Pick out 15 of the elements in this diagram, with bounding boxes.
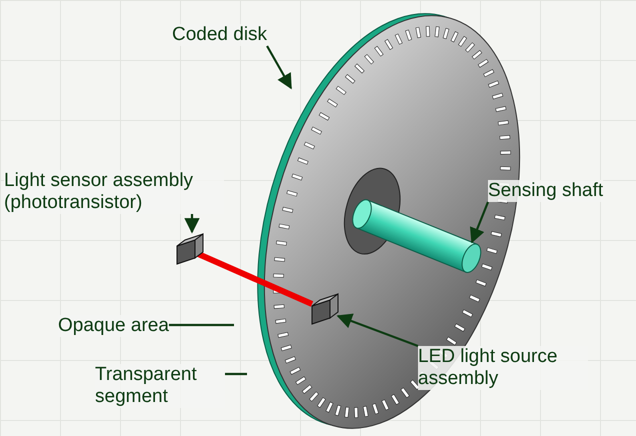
leader-line [470,202,490,244]
callout-label: Light sensor assembly (phototransistor) [4,170,224,214]
sensing-shaft [352,199,482,273]
leader-line [225,372,247,376]
phototransistor-cube [176,233,204,265]
light-beam [194,250,314,307]
callout-label: LED light source assembly [418,346,588,390]
led-cube [312,293,338,325]
callout-label: Sensing shaft [488,180,604,202]
callout-label: Coded disk [172,24,268,46]
leader-line [266,45,292,90]
leader-line [336,314,418,348]
callout-label: Opaque area [58,315,169,337]
leader-line [168,324,234,326]
leader-line [184,214,200,234]
